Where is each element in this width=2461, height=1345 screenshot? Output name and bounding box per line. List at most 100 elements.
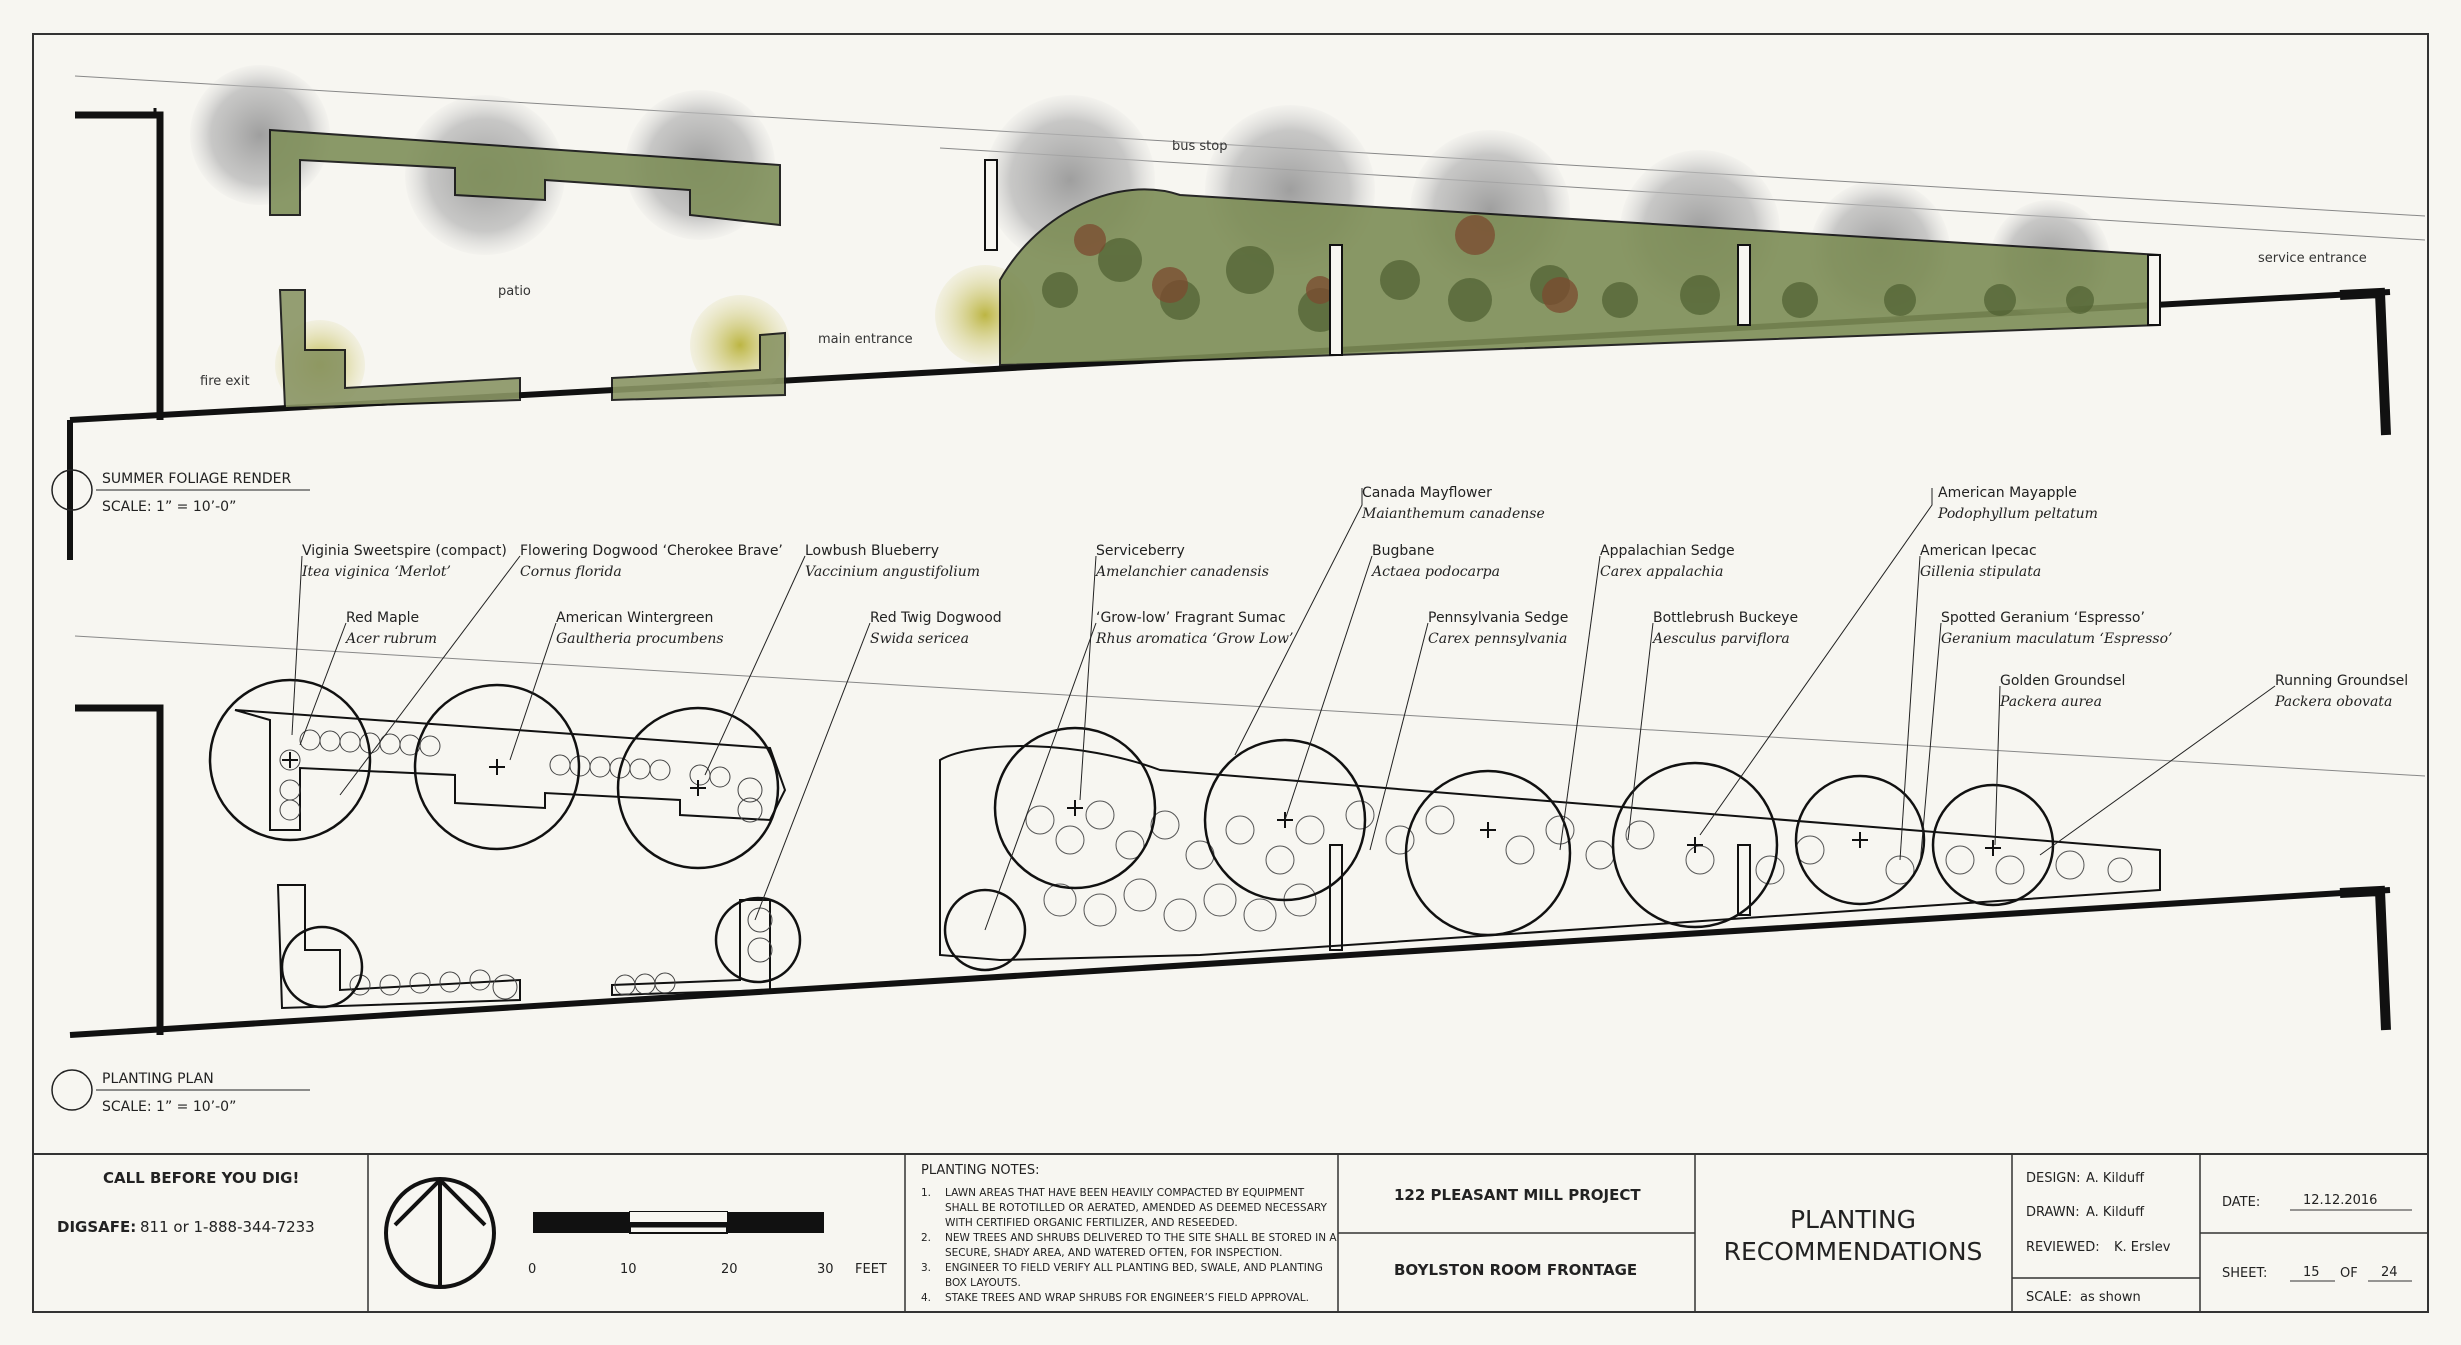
label-patio: patio <box>498 284 531 299</box>
drawn-label: DRAWN: <box>2026 1205 2080 1220</box>
plant-0-latin: Itea viginica ‘Merlot’ <box>301 564 451 580</box>
plant-3-common: Red Maple <box>346 610 419 626</box>
plant-9-latin: Actaea podocarpa <box>1370 564 1500 580</box>
plant-5-latin: Swida sericea <box>870 631 969 647</box>
leader-lines <box>291 488 2276 931</box>
note-1-line-3: WITH CERTIFIED ORGANIC FERTILIZER, AND R… <box>945 1217 1238 1229</box>
scale-tick-20: 20 <box>721 1262 738 1277</box>
plant-9-common: Bugbane <box>1372 543 1434 559</box>
scale-label: SCALE: <box>2026 1290 2072 1305</box>
note-4-num: 4. <box>921 1292 931 1304</box>
call-before-dig: CALL BEFORE YOU DIG! <box>103 1169 299 1187</box>
plant-15-common: Spotted Geranium ‘Espresso’ <box>1941 610 2145 626</box>
scale-tick-30: 30 <box>817 1262 834 1277</box>
plant-8-common: Canada Mayflower <box>1362 485 1492 501</box>
plant-12-common: Bottlebrush Buckeye <box>1653 610 1798 626</box>
total-sheets: 24 <box>2381 1265 2398 1280</box>
plant-16-latin: Packera aurea <box>1999 694 2102 710</box>
plant-10-latin: Carex pennsylvania <box>1428 631 1567 647</box>
drawing-title-line-1: PLANTING <box>1790 1205 1916 1234</box>
plant-15-latin: Geranium maculatum ‘Espresso’ <box>1941 631 2172 647</box>
note-1-line-2: SHALL BE ROTOTILLED OR AERATED, AMENDED … <box>945 1202 1328 1214</box>
render-accent-shrubs <box>1074 215 1578 313</box>
plan-tree-circles <box>208 678 2055 1009</box>
foliage-render: patio fire exit main entrance bus stop s… <box>51 65 2426 560</box>
plant-1-latin: Cornus florida <box>520 564 622 580</box>
plant-7-common: ‘Grow-low’ Fragrant Sumac <box>1096 610 1286 626</box>
drawing-title-line-2: RECOMMENDATIONS <box>1724 1237 1983 1266</box>
plant-2-latin: Vaccinium angustifolium <box>805 564 980 580</box>
plant-17-latin: Packera obovata <box>2274 694 2392 710</box>
note-2-num: 2. <box>921 1232 931 1244</box>
plant-8-latin: Maianthemum canadense <box>1361 506 1545 522</box>
plan-groundcover <box>279 729 773 1000</box>
plant-7-latin: Rhus aromatica ‘Grow Low’ <box>1095 631 1293 647</box>
project-name: 122 PLEASANT MILL PROJECT <box>1394 1186 1641 1204</box>
plan-building-right-wall <box>2339 885 2391 1031</box>
plant-16-common: Golden Groundsel <box>2000 673 2125 689</box>
render-beds <box>269 128 2161 410</box>
planting-notes: PLANTING NOTES: 1. LAWN AREAS THAT HAVE … <box>921 1163 1337 1304</box>
of-label: OF <box>2340 1266 2358 1281</box>
drawn-value: A. Kilduff <box>2086 1205 2145 1220</box>
scale-unit: FEET <box>855 1262 887 1277</box>
frontage-name: BOYLSTON ROOM FRONTAGE <box>1394 1261 1637 1279</box>
render-scale: SCALE: 1” = 10’-0” <box>102 499 236 515</box>
plan-scale: SCALE: 1” = 10’-0” <box>102 1099 236 1115</box>
reviewed-value: K. Erslev <box>2114 1240 2171 1255</box>
building-right-wall <box>2339 287 2391 436</box>
plant-2-common: Lowbush Blueberry <box>805 543 939 559</box>
label-bus-stop: bus stop <box>1172 139 1227 154</box>
scale-tick-0: 0 <box>528 1262 536 1277</box>
plant-6-common: Serviceberry <box>1096 543 1185 559</box>
tree-center-marks <box>282 752 2001 856</box>
plant-13-common: American Mayapple <box>1938 485 2077 501</box>
digsafe-numbers: 811 or 1-888-344-7233 <box>140 1218 315 1236</box>
date-value: 12.12.2016 <box>2303 1193 2377 1208</box>
plan-perennials <box>1025 800 2133 932</box>
plant-0-common: Viginia Sweetspire (compact) <box>302 543 507 559</box>
plan-building-left-wall <box>75 704 164 1035</box>
note-4-line-1: STAKE TREES AND WRAP SHRUBS FOR ENGINEER… <box>945 1292 1309 1304</box>
scale-value: as shown <box>2080 1290 2141 1305</box>
building-left-wall <box>75 111 164 420</box>
plant-17-common: Running Groundsel <box>2275 673 2408 689</box>
plant-13-latin: Podophyllum peltatum <box>1937 506 2098 522</box>
render-title: SUMMER FOLIAGE RENDER <box>102 471 291 487</box>
plant-6-latin: Amelanchier canadensis <box>1094 564 1269 580</box>
plant-14-common: American Ipecac <box>1920 543 2037 559</box>
design-label: DESIGN: <box>2026 1171 2081 1186</box>
plant-1-common: Flowering Dogwood ‘Cherokee Brave’ <box>520 543 783 559</box>
sheet-label: SHEET: <box>2222 1266 2267 1281</box>
north-arrow-icon <box>384 1177 496 1289</box>
note-2-line-1: NEW TREES AND SHRUBS DELIVERED TO THE SI… <box>945 1232 1337 1244</box>
scale-tick-10: 10 <box>620 1262 637 1277</box>
plant-14-latin: Gillenia stipulata <box>1920 564 2041 580</box>
section-marker-plan <box>51 1069 93 1111</box>
plant-3-latin: Acer rubrum <box>344 631 437 647</box>
date-label: DATE: <box>2222 1195 2260 1210</box>
graphic-scale: 0 10 20 30 FEET <box>528 1211 887 1277</box>
plant-12-latin: Aesculus parviflora <box>1651 631 1790 647</box>
note-1-line-1: LAWN AREAS THAT HAVE BEEN HEAVILY COMPAC… <box>945 1187 1305 1199</box>
planting-plan: PLANTING PLAN SCALE: 1” = 10’-0” Viginia… <box>51 485 2426 1115</box>
plant-4-common: American Wintergreen <box>556 610 713 626</box>
outer-border <box>32 33 2429 1313</box>
plant-4-latin: Gaultheria procumbens <box>556 631 724 647</box>
plan-title: PLANTING PLAN <box>102 1071 214 1087</box>
digsafe-label: DIGSAFE: <box>57 1218 136 1236</box>
note-1-num: 1. <box>921 1187 931 1199</box>
plant-5-common: Red Twig Dogwood <box>870 610 1002 626</box>
label-fire-exit: fire exit <box>200 374 250 389</box>
sheet-value: 15 <box>2303 1265 2320 1280</box>
design-value: A. Kilduff <box>2086 1171 2145 1186</box>
title-block: CALL BEFORE YOU DIG! DIGSAFE: 811 or 1-8… <box>57 1154 2428 1312</box>
note-3-num: 3. <box>921 1262 931 1274</box>
label-service-entrance: service entrance <box>2258 251 2367 266</box>
plant-10-common: Pennsylvania Sedge <box>1428 610 1568 626</box>
plant-11-common: Appalachian Sedge <box>1600 543 1735 559</box>
reviewed-label: REVIEWED: <box>2026 1240 2100 1255</box>
plan-building-line <box>69 887 2391 1038</box>
section-marker-render <box>51 469 93 511</box>
note-3-line-1: ENGINEER TO FIELD VERIFY ALL PLANTING BE… <box>945 1262 1323 1274</box>
